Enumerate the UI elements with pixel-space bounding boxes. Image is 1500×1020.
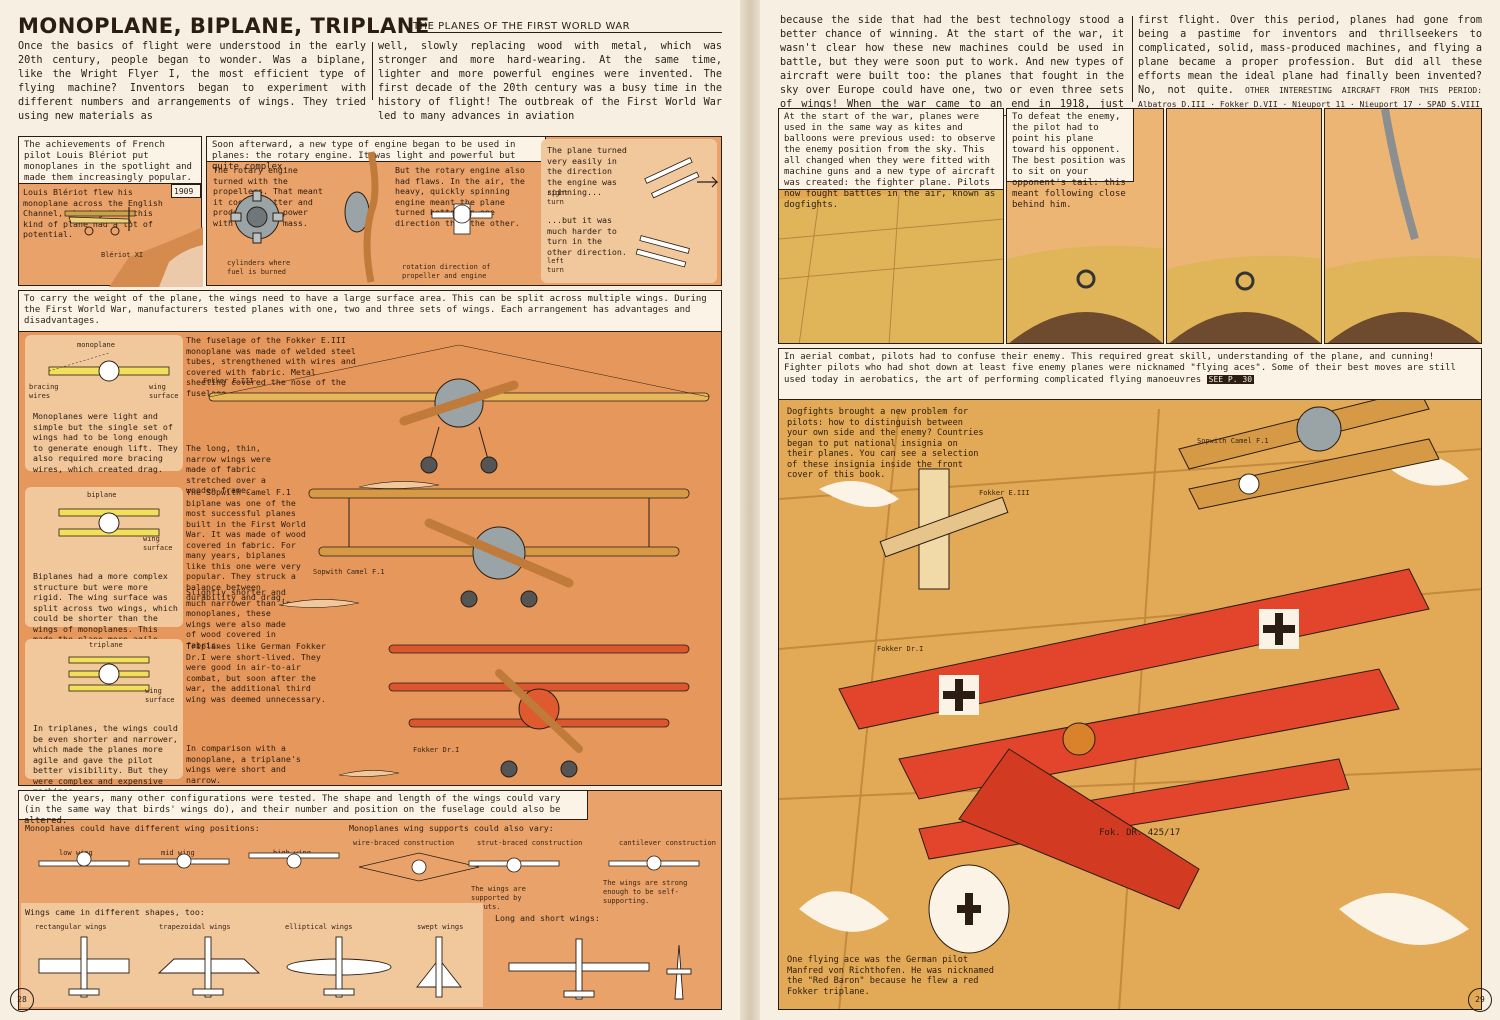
fokker-dri-label: Fokker Dr.I bbox=[413, 746, 460, 754]
biplane-wing-note: Slightly shorter and much narrower than … bbox=[186, 587, 291, 650]
triplane-diagram bbox=[68, 656, 150, 692]
rectangular-label: rectangular wings bbox=[35, 923, 107, 931]
supports-title: Monoplanes wing supports could also vary… bbox=[349, 823, 554, 833]
cantilever-note: The wings are strong enough to be self-s… bbox=[603, 879, 688, 905]
combat-illustration bbox=[779, 349, 1481, 1009]
page-number-left: 28 bbox=[10, 988, 34, 1012]
other-aircraft-list: OTHER INTERESTING AIRCRAFT FROM THIS PER… bbox=[1138, 86, 1483, 109]
biplane-desc: The Sopwith Camel F.1 biplane was one of… bbox=[186, 487, 306, 602]
comic-panel-4 bbox=[1324, 108, 1482, 344]
rotary-caption: Soon afterward, a new type of engine beg… bbox=[206, 136, 546, 172]
bleriot-plane-label: Blériot XI bbox=[101, 251, 144, 259]
dogfight-text: Dogfights brought a new problem for pilo… bbox=[787, 407, 984, 480]
strut-note: The wings are supported by struts. bbox=[471, 885, 526, 911]
biplane-text: Biplanes had a more complex structure bu… bbox=[33, 571, 178, 644]
left-turn-label: left turn bbox=[547, 257, 564, 274]
column-rule bbox=[372, 42, 373, 100]
rotary-engine-illustrations bbox=[230, 151, 719, 283]
mono-wing-surface-label: wing surface bbox=[149, 383, 179, 400]
monoplane-wing-note: The long, thin, narrow wings were made o… bbox=[186, 443, 271, 495]
bi-wing-surface-label: wing surface bbox=[143, 535, 173, 552]
monoplane-text: Monoplanes were light and simple but the… bbox=[33, 411, 178, 474]
cylinders-label: cylinders where fuel is burned bbox=[227, 259, 291, 276]
subtitle-rule bbox=[410, 32, 722, 33]
fokker-dri-scene bbox=[838, 568, 1430, 954]
left-page: MONOPLANE, BIPLANE, TRIPLANE THE PLANES … bbox=[0, 0, 740, 1020]
red-baron-text: One flying ace was the German pilot Manf… bbox=[787, 955, 994, 997]
rotary-panel: Soon afterward, a new type of engine beg… bbox=[206, 136, 722, 286]
triplane-type-label: triplane bbox=[89, 641, 123, 649]
monoplane-card bbox=[25, 335, 183, 471]
bleriot-plane-illustration bbox=[64, 207, 203, 287]
sopwith-camel-scene bbox=[1178, 388, 1440, 510]
mid-wing-label: mid wing bbox=[161, 849, 195, 857]
triplane-text: In triplanes, the wings could be even sh… bbox=[33, 723, 178, 796]
bleriot-panel: The achievements of French pilot Louis B… bbox=[18, 136, 203, 287]
fokker-eiii-illustration bbox=[208, 344, 710, 489]
book-gutter bbox=[740, 0, 760, 1020]
fokker-eiii-label: Fokker E.III bbox=[203, 377, 254, 385]
swept-label: swept wings bbox=[417, 923, 464, 931]
intro-col-2: well, slowly replacing wood with metal, … bbox=[378, 41, 722, 122]
biplane-diagram bbox=[58, 508, 160, 537]
monoplane-desc: The fuselage of the Fokker E.III monopla… bbox=[186, 335, 356, 398]
combat-caption: In aerial combat, pilots had to confuse … bbox=[779, 349, 1481, 400]
sopwith-camel-illustration bbox=[278, 488, 690, 608]
intro-col-4-text: first flight. Over this period, planes h… bbox=[1138, 15, 1482, 96]
fokker-dri-illustration bbox=[338, 644, 690, 778]
dri-scene-label: Fokker Dr.I bbox=[877, 645, 924, 653]
configs-caption: Over the years, many other configuration… bbox=[18, 790, 588, 826]
length-title: Long and short wings: bbox=[495, 913, 600, 923]
camel-scene-label: Sopwith Camel F.1 bbox=[1197, 437, 1269, 445]
wings-panel: To carry the weight of the plane, the wi… bbox=[18, 290, 722, 796]
tri-wing-surface-label: wing surface bbox=[145, 687, 175, 704]
strut-braced-label: strut-braced construction bbox=[477, 839, 583, 847]
wing-position-diagrams bbox=[38, 851, 700, 882]
sopwith-camel-label: Sopwith Camel F.1 bbox=[313, 568, 385, 576]
page-number-right: 29 bbox=[1468, 988, 1492, 1012]
bleriot-caption: The achievements of French pilot Louis B… bbox=[18, 136, 202, 184]
right-page: because the side that had the best techn… bbox=[760, 0, 1500, 1020]
comic-caption-2: To defeat the enemy, the pilot had to po… bbox=[1007, 109, 1134, 210]
rotary-text-4: ...but it was much harder to turn in the… bbox=[547, 215, 627, 257]
page-subtitle: THE PLANES OF THE FIRST WORLD WAR bbox=[413, 21, 631, 32]
shapes-title: Wings came in different shapes, too: bbox=[25, 907, 205, 917]
comic-caption-1: At the start of the war, planes were use… bbox=[779, 109, 1003, 210]
intro-col-1: Once the basics of flight were understoo… bbox=[18, 41, 366, 122]
monoplane-type-label: monoplane bbox=[77, 341, 115, 349]
eiii-scene-label: Fokker E.III bbox=[979, 489, 1030, 497]
combat-caption-text: In aerial combat, pilots had to confuse … bbox=[784, 352, 1456, 385]
rotation-label: rotation direction of propeller and engi… bbox=[402, 263, 491, 280]
triplane-wing-note: In comparison with a monoplane, a tripla… bbox=[186, 743, 301, 785]
right-turn-label: right turn bbox=[547, 189, 569, 206]
comic-panel-2: To defeat the enemy, the pilot had to po… bbox=[1006, 108, 1164, 344]
rotary-engine-icon bbox=[230, 190, 284, 244]
see-page-ref[interactable]: SEE P. 30 bbox=[1206, 375, 1255, 384]
wire-braced-label: wire-braced construction bbox=[353, 839, 455, 847]
rotary-text-3: The plane turned very easily in the dire… bbox=[547, 145, 627, 197]
monoplane-diagram bbox=[48, 352, 170, 382]
cantilever-label: cantilever construction bbox=[619, 839, 716, 847]
low-wing-label: low wing bbox=[59, 849, 93, 857]
positions-title: Monoplanes could have different wing pos… bbox=[25, 823, 260, 833]
trapezoidal-label: trapezoidal wings bbox=[159, 923, 231, 931]
comic-panel-1: At the start of the war, planes were use… bbox=[778, 108, 1004, 344]
bracing-wires-label: bracing wires bbox=[29, 383, 59, 400]
configs-panel: Over the years, many other configuration… bbox=[18, 790, 722, 1010]
biplane-type-label: biplane bbox=[87, 491, 117, 499]
wing-shape-diagrams bbox=[38, 936, 692, 1000]
fuselage-marking: Fok. DR. 425/17 bbox=[1099, 828, 1181, 838]
wings-caption: To carry the weight of the plane, the wi… bbox=[18, 290, 722, 332]
comic-panel-3 bbox=[1166, 108, 1322, 344]
combat-panel: In aerial combat, pilots had to confuse … bbox=[778, 348, 1482, 1010]
intro-col-4: first flight. Over this period, planes h… bbox=[1138, 14, 1482, 112]
fokker-eiii-scene bbox=[879, 468, 1009, 590]
column-rule bbox=[1132, 16, 1133, 102]
triplane-desc: Triplanes like German Fokker Dr.I were s… bbox=[186, 641, 326, 704]
page-title: MONOPLANE, BIPLANE, TRIPLANE bbox=[18, 14, 430, 38]
bleriot-year: 1909 bbox=[171, 184, 201, 198]
elliptical-label: elliptical wings bbox=[285, 923, 353, 931]
